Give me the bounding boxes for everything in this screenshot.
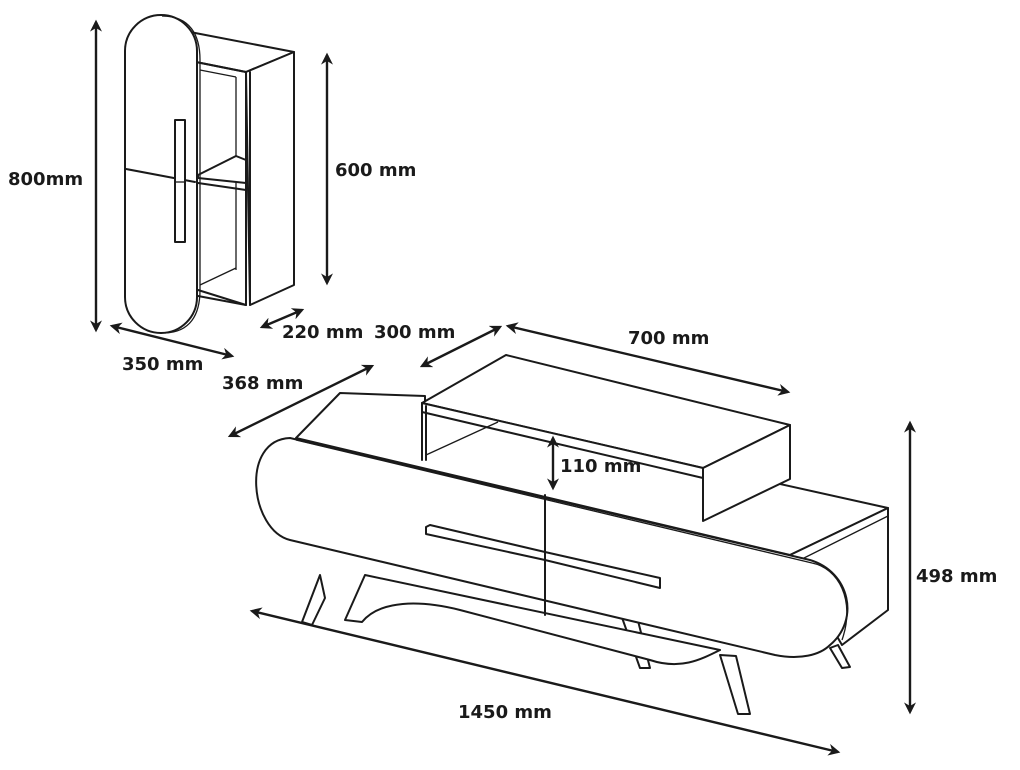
cabinet-handle — [174, 119, 186, 243]
cabinet-shelf — [197, 155, 247, 184]
top-shelf-right — [702, 424, 791, 522]
dim-1450-arrow — [249, 607, 841, 756]
label-stand-width: 1450 mm — [458, 702, 552, 723]
label-cabinet-body-height: 600 mm — [335, 160, 417, 181]
tv-stand-drawing — [227, 322, 916, 756]
label-top-shelf-width: 700 mm — [628, 328, 710, 349]
dim-220-arrow — [259, 308, 305, 329]
dim-368-arrow — [227, 364, 375, 438]
label-cabinet-depth: 220 mm — [282, 322, 364, 343]
dim-350-arrow — [109, 322, 235, 360]
label-stand-depth: 368 mm — [222, 373, 304, 394]
cabinet-door — [124, 14, 198, 334]
label-cabinet-total-height: 800mm — [8, 169, 84, 190]
stand-handle-right — [544, 551, 661, 589]
dim-300-arrow — [419, 325, 503, 368]
wall-cabinet-drawing — [90, 14, 333, 360]
label-stand-height: 498 mm — [916, 566, 998, 587]
label-top-shelf-depth: 300 mm — [374, 322, 456, 343]
dim-700-arrow — [505, 322, 791, 396]
label-shelf-clearance: 110 mm — [560, 456, 642, 477]
front-leg-right — [719, 654, 751, 715]
cabinet-side-face — [245, 51, 295, 306]
label-cabinet-width: 350 mm — [122, 354, 204, 375]
